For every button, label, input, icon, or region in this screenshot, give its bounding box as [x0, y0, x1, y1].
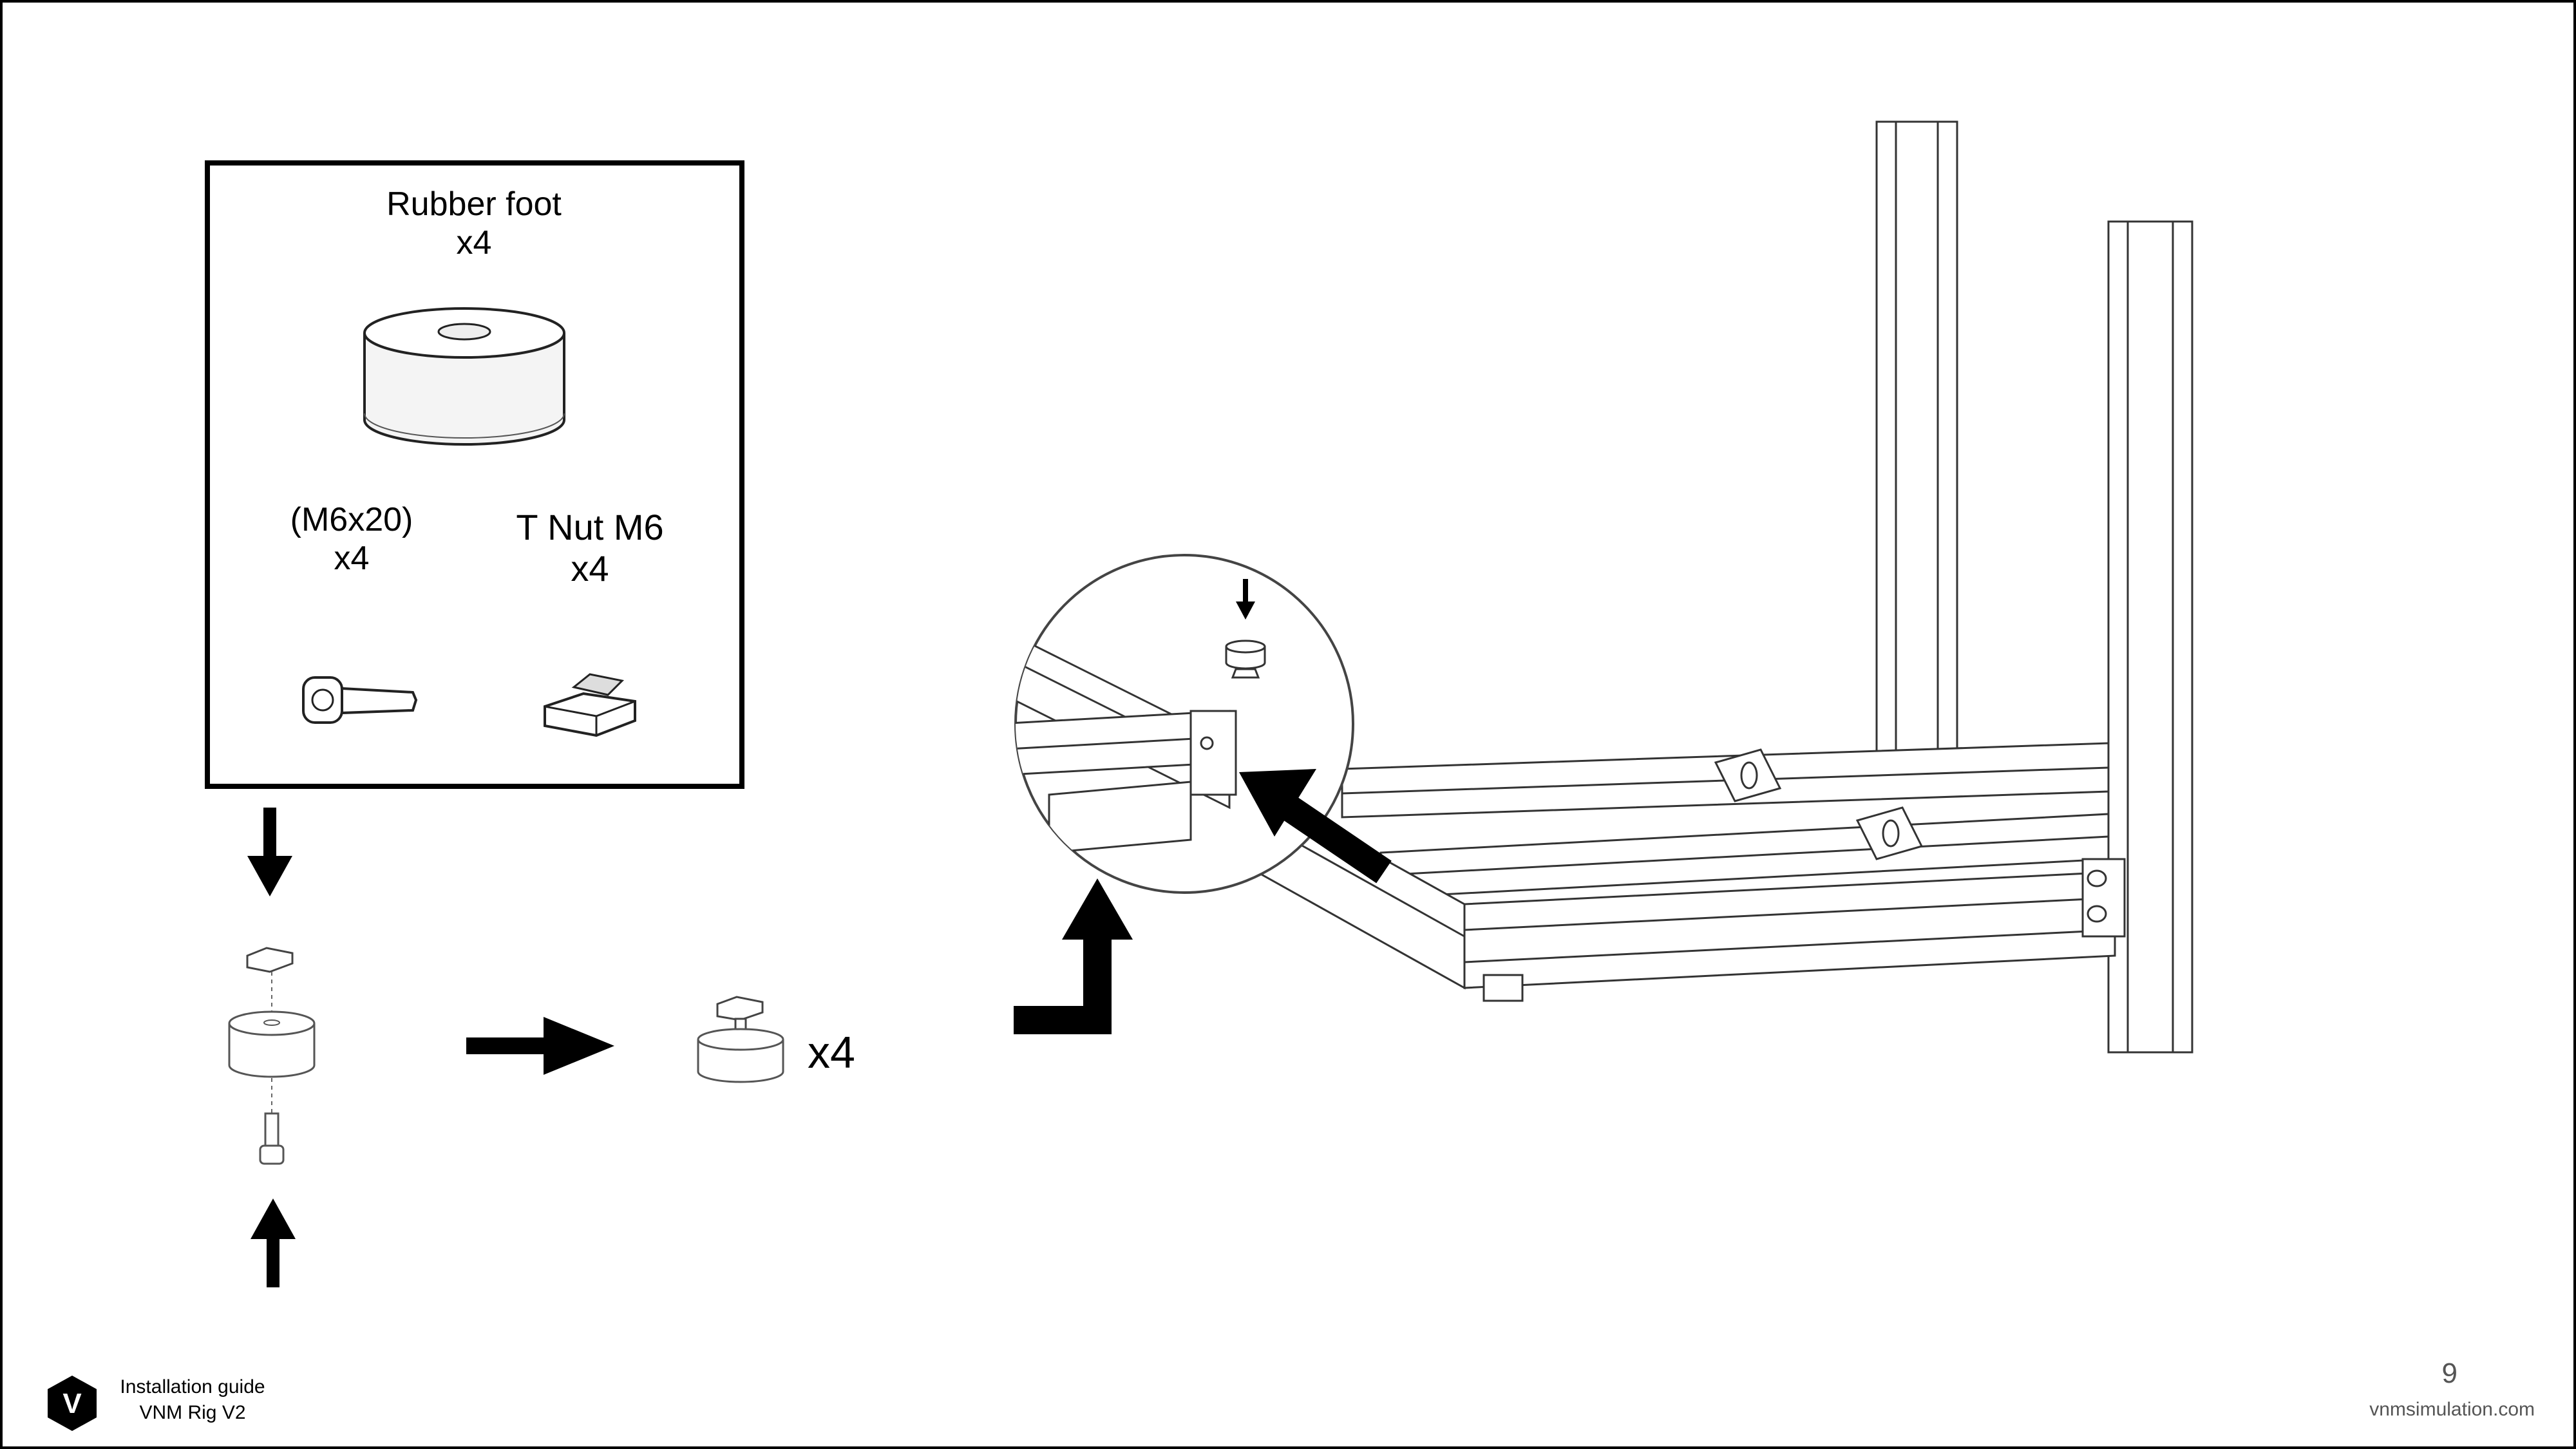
assembled-foot-icon: [697, 996, 784, 1083]
rubber-foot-qty: x4: [456, 224, 492, 261]
rubber-foot-label: Rubber foot x4: [345, 185, 603, 262]
logo-letter: V: [62, 1388, 82, 1419]
tnut-qty: x4: [571, 548, 609, 589]
up-arrow-icon: [251, 1198, 296, 1287]
result-qty: x4: [808, 1027, 855, 1077]
bolt-label: (M6x20) x4: [249, 500, 455, 578]
tnut-icon: [544, 673, 636, 737]
down-arrow-icon: [247, 808, 292, 896]
bolt-icon: [302, 676, 418, 724]
guide-title: Installation guide: [120, 1376, 265, 1397]
elbow-arrow-icon: [1014, 878, 1133, 1034]
footer-guide: Installation guide VNM Rig V2: [112, 1374, 273, 1426]
bolt-name: (M6x20): [290, 501, 413, 538]
right-arrow-icon: [466, 1017, 614, 1075]
tnut-label: T Nut M6 x4: [493, 507, 687, 589]
frame-assembly-icon: [1244, 120, 2193, 1054]
product-name: VNM Rig V2: [139, 1402, 246, 1423]
website-link[interactable]: vnmsimulation.com: [2369, 1399, 2535, 1420]
bolt-qty: x4: [334, 540, 370, 577]
diagonal-arrow-icon: [1239, 769, 1392, 884]
rubber-foot-name: Rubber foot: [386, 185, 562, 223]
page-number: 9: [2441, 1358, 2458, 1389]
rubber-foot-icon: [363, 307, 565, 446]
tnut-name: T Nut M6: [516, 507, 664, 547]
parts-box: Rubber foot x4 (M6x20) x4 T Nut M6 x4: [205, 160, 744, 789]
vnm-logo-icon: V: [48, 1376, 97, 1431]
exploded-assembly-icon: [228, 947, 316, 1165]
